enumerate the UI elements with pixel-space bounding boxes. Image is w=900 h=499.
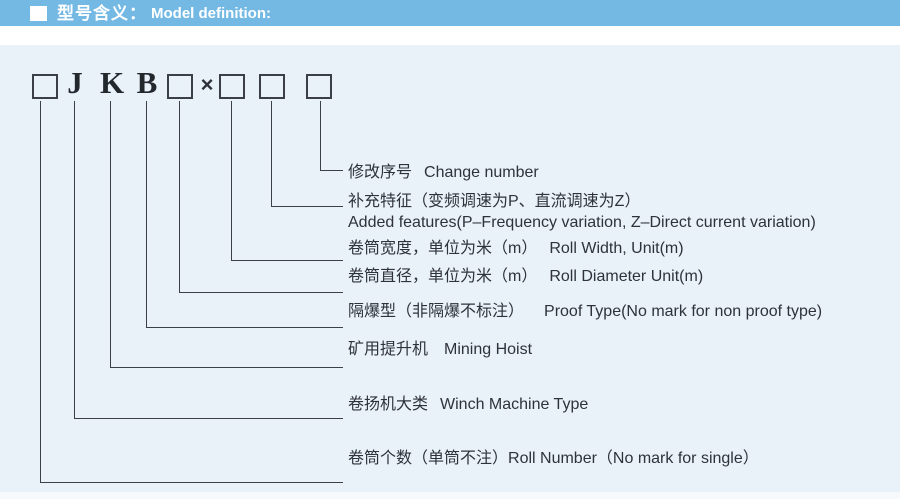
label-mining-hoist: 矿用提升机 Mining Hoist: [348, 339, 532, 360]
label-proof-type: 隔爆型（非隔爆不标注） Proof Type(No mark for non pr…: [348, 301, 822, 322]
label-roll-number-en: Roll Number（No mark for single）: [508, 450, 759, 467]
model-code-char-j: J: [67, 65, 83, 100]
model-code-box-3: [219, 74, 245, 99]
model-code-char-k: K: [100, 65, 125, 100]
connector-proof-type: [146, 101, 343, 328]
label-roll-width-cn: 卷筒宽度，单位为米（m）: [348, 240, 538, 257]
connector-winch-type: [74, 101, 343, 419]
model-code-box-4: [259, 74, 285, 99]
label-roll-diameter: 卷筒直径，单位为米（m） Roll Diameter Unit(m): [348, 266, 703, 287]
connector-change-number: [320, 101, 343, 171]
model-code-box-5: [306, 74, 332, 99]
model-code-box-2: [167, 74, 193, 99]
section-title-en: Model definition:: [151, 4, 271, 22]
label-roll-diameter-en: Roll Diameter Unit(m): [549, 268, 704, 285]
connector-added-features: [271, 101, 343, 207]
diagram-background: [0, 45, 900, 492]
label-winch-type-cn: 卷扬机大类: [348, 396, 429, 413]
label-added-features-en: Added features(P–Frequency variation, Z–…: [348, 214, 816, 231]
label-mining-hoist-en: Mining Hoist: [444, 341, 533, 358]
section-title-cn: 型号含义：: [57, 3, 147, 23]
label-proof-type-en: Proof Type(No mark for non proof type): [544, 303, 823, 320]
label-roll-number-cn: 卷筒个数（单筒不注）: [348, 450, 509, 467]
label-winch-type-en: Winch Machine Type: [440, 396, 589, 413]
label-roll-width: 卷筒宽度，单位为米（m） Roll Width, Unit(m): [348, 238, 684, 259]
label-mining-hoist-cn: 矿用提升机: [348, 341, 429, 358]
connector-roll-width: [231, 101, 343, 261]
connector-roll-number: [40, 101, 343, 483]
multiply-sign: ×: [200, 72, 214, 97]
square-bullet-icon: [30, 5, 47, 21]
model-code-box-1: [32, 74, 58, 99]
section-header-bar: 型号含义： Model definition:: [0, 0, 900, 26]
label-roll-width-en: Roll Width, Unit(m): [549, 240, 684, 257]
label-change-number-cn: 修改序号: [348, 164, 413, 181]
label-proof-type-cn: 隔爆型（非隔爆不标注）: [348, 303, 525, 320]
label-added-features: 补充特征（变频调速为P、直流调速为Z） Added features(P–Freq…: [348, 191, 816, 233]
page-bottom-edge: [0, 492, 900, 499]
model-code-char-b: B: [136, 65, 158, 100]
label-roll-diameter-cn: 卷筒直径，单位为米（m）: [348, 268, 538, 285]
label-change-number: 修改序号 Change number: [348, 162, 539, 183]
label-roll-number: 卷筒个数（单筒不注）Roll Number（No mark for single…: [348, 448, 759, 469]
connector-roll-diameter: [179, 101, 343, 293]
label-added-features-cn: 补充特征（变频调速为P、直流调速为Z）: [348, 193, 641, 210]
connector-mining-hoist: [110, 101, 343, 368]
label-winch-type: 卷扬机大类 Winch Machine Type: [348, 394, 588, 415]
label-change-number-en: Change number: [424, 164, 539, 181]
